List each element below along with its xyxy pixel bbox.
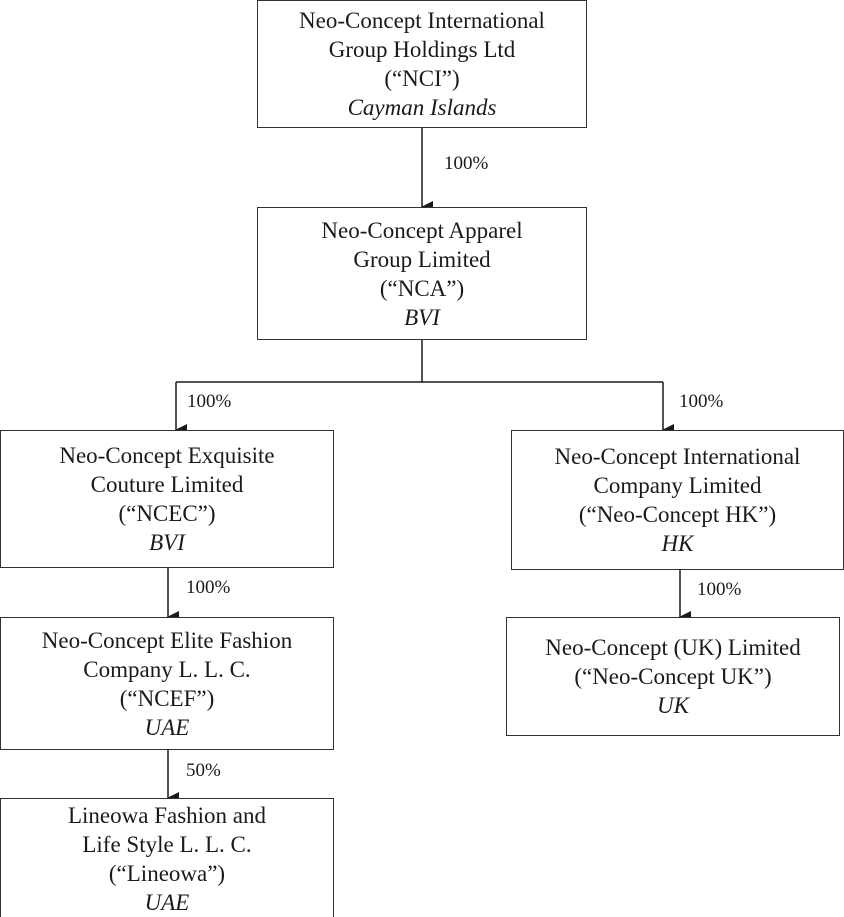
entity-jurisdiction: UAE [144, 714, 190, 740]
ownership-label-nchk-ncuk: 100% [697, 579, 742, 600]
entity-name-line: Life Style L. L. C. [82, 832, 252, 857]
entity-jurisdiction: HK [661, 531, 694, 556]
entity-box-ncec: Neo-Concept Exquisite Couture Limited (“… [0, 430, 334, 568]
ownership-label-nca-nchk: 100% [679, 391, 724, 412]
entity-jurisdiction: UAE [144, 890, 190, 915]
entity-abbreviation: (“Neo-Concept UK”) [574, 664, 772, 689]
entity-box-lineowa: Lineowa Fashion and Life Style L. L. C. … [0, 798, 334, 917]
entity-name-line: Company L. L. C. [83, 656, 251, 682]
entity-box-ncuk: Neo-Concept (UK) Limited (“Neo-Concept U… [506, 617, 840, 736]
entity-name-line: Group Limited [353, 246, 491, 272]
entity-box-nchk: Neo-Concept International Company Limite… [511, 430, 844, 570]
entity-jurisdiction: UK [657, 693, 689, 718]
entity-box-ncef: Neo-Concept Elite Fashion Company L. L. … [0, 617, 334, 750]
entity-name-line: Neo-Concept International [299, 8, 545, 33]
entity-abbreviation: (“NCA”) [379, 275, 465, 301]
entity-name-line: Neo-Concept International [554, 444, 801, 469]
entity-jurisdiction: BVI [149, 530, 185, 555]
entity-name-line: Neo-Concept Elite Fashion [41, 627, 293, 653]
entity-name-line: Lineowa Fashion and [67, 803, 266, 828]
entity-name-line: Neo-Concept Exquisite [59, 443, 275, 468]
ownership-label-nci-nca: 100% [444, 153, 489, 174]
ownership-label-ncef-lineowa: 50% [186, 760, 221, 781]
entity-name-line: Group Holdings Ltd [328, 37, 516, 62]
entity-box-nca: Neo-Concept Apparel Group Limited (“NCA”… [257, 207, 587, 340]
entity-jurisdiction: Cayman Islands [347, 95, 497, 120]
ownership-label-nca-ncec: 100% [187, 391, 232, 412]
entity-abbreviation: (“NCEF”) [119, 685, 215, 711]
entity-abbreviation: (“NCEC”) [118, 501, 216, 526]
entity-abbreviation: (“Lineowa”) [108, 861, 226, 886]
entity-name-line: Couture Limited [90, 472, 244, 497]
entity-jurisdiction: BVI [404, 304, 440, 330]
entity-box-nci: Neo-Concept International Group Holdings… [257, 0, 587, 128]
entity-abbreviation: (“Neo-Concept HK”) [578, 502, 777, 527]
entity-name-line: Company Limited [593, 473, 762, 498]
entity-abbreviation: (“NCI”) [384, 66, 460, 91]
ownership-label-ncec-ncef: 100% [186, 577, 231, 598]
entity-name-line: Neo-Concept Apparel [321, 217, 523, 243]
entity-name-line: Neo-Concept (UK) Limited [545, 635, 801, 660]
